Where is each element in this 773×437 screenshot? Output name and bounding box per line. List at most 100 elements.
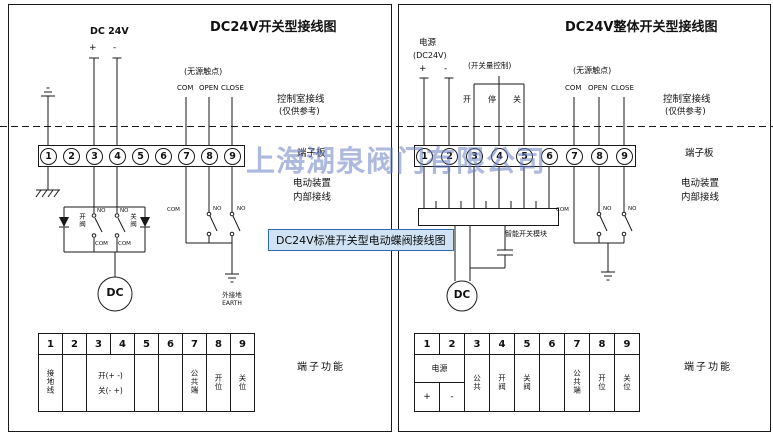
left-minus-mark: - (113, 43, 117, 53)
left-terminal-1: 1 (40, 148, 57, 165)
earth-hatch-symbol (35, 167, 60, 198)
left-terminal-board-label: 端子板 (297, 148, 326, 159)
right-terminal-function-table: 1 2 3 4 5 6 7 8 9 电源 + - 公共 开阀 关阀 公共端 开位 (414, 333, 640, 412)
left-terminal-4: 4 (109, 148, 126, 165)
open-pos-cell: 开位 (597, 373, 607, 391)
left-open-label: OPEN (199, 84, 219, 92)
right-terminal-6: 6 (541, 148, 558, 165)
motor-symbol (97, 276, 133, 312)
com-contact-label: COM (556, 207, 569, 213)
limit-switch-symbol (93, 207, 126, 252)
left-plus-mark: + (89, 43, 97, 53)
power-cell: 电源 + - (414, 354, 465, 412)
right-terminal-3: 3 (466, 148, 483, 165)
left-device-label: 电动装置 (293, 178, 332, 189)
com-contact-label: COM (95, 241, 108, 247)
btn-close-label: 关 (513, 95, 521, 104)
right-terminal-2: 2 (441, 148, 458, 165)
left-internal-wiring-label: 内部接线 (293, 192, 332, 203)
right-internal-wiring-label: 内部接线 (681, 192, 720, 203)
table-header-row: 1 2 3 4 5 6 7 8 9 (414, 333, 640, 355)
right-terminal-8: 8 (591, 148, 608, 165)
close-valve-switch-label: 关阀 (128, 213, 137, 228)
com-contact-label: COM (167, 207, 180, 213)
switch-module-label: 智能开关模块 (505, 230, 547, 238)
left-terminal-6: 6 (155, 148, 172, 165)
no-contact-label: NO (237, 206, 246, 212)
right-terminal-9: 9 (616, 148, 633, 165)
right-power-sub-label: (DC24V) (413, 51, 447, 60)
table-header-row: 1 2 3 4 5 6 7 8 9 (38, 333, 255, 355)
feedback-switch-symbol (573, 167, 633, 272)
open-valve-switch-label: 开阀 (77, 213, 86, 228)
left-terminal-5: 5 (132, 148, 149, 165)
diode-icon (140, 217, 150, 227)
left-terminal-9: 9 (224, 148, 241, 165)
btn-open-label: 开 (463, 95, 471, 104)
right-terminal-7: 7 (566, 148, 583, 165)
diagram-caption-tooltip: DC24V标准开关型电动蝶阀接线图 (268, 229, 454, 251)
left-terminal-function-label: 端子功能 (297, 362, 345, 373)
open-pos-cell: 开位 (214, 373, 223, 391)
right-power-label: 电源 (419, 38, 437, 48)
left-terminal-3: 3 (86, 148, 103, 165)
left-terminal-2: 2 (63, 148, 80, 165)
close-valve-cell: 关阀 (522, 373, 532, 391)
table-body-row: 接地线 开(+ -) 关(- +) 公共端 开位 关位 (38, 354, 255, 412)
ground-symbol (601, 271, 615, 281)
left-terminal-7: 7 (178, 148, 195, 165)
right-device-label: 电动装置 (681, 178, 720, 189)
right-terminal-1: 1 (416, 148, 433, 165)
ground-wire-cell: 接地线 (46, 369, 55, 395)
right-close-label: CLOSE (611, 84, 634, 92)
capacitor-symbol (454, 226, 513, 281)
left-reference-label: (仅供参考) (279, 107, 320, 117)
left-terminal-8: 8 (201, 148, 218, 165)
common-in-cell: 公共 (472, 373, 482, 391)
no-contact-label: NO (603, 206, 612, 212)
no-contact-label: NO (628, 206, 637, 212)
left-power-label: DC 24V (90, 26, 129, 37)
right-plus-mark: + (419, 64, 427, 74)
open-valve-cell: 开阀 (497, 373, 507, 391)
right-panel-title: DC24V整体开关型接线图 (565, 20, 718, 35)
left-com-label: COM (177, 84, 194, 92)
motor-symbol (446, 280, 478, 312)
no-contact-label: NO (97, 208, 106, 214)
right-com-label: COM (565, 84, 582, 92)
no-contact-label: NO (213, 206, 222, 212)
right-reference-label: (仅供参考) (665, 107, 706, 117)
feedback-switch-symbol (185, 167, 241, 274)
left-motor-label: DC (106, 286, 124, 299)
right-terminal-board-label: 端子板 (685, 148, 714, 159)
right-control-room-label: 控制室接线 (663, 94, 711, 105)
diode-icon (59, 217, 69, 227)
com-contact-label: COM (118, 241, 131, 247)
right-open-label: OPEN (588, 84, 608, 92)
right-terminal-4: 4 (491, 148, 508, 165)
left-panel-title: DC24V开关型接线图 (210, 20, 337, 35)
ground-symbol (225, 273, 239, 283)
right-motor-label: DC (453, 289, 471, 301)
right-minus-mark: - (444, 64, 448, 74)
switch-control-label: (开关量控制) (468, 61, 512, 70)
left-panel-border (8, 4, 392, 432)
right-panel-border (398, 4, 771, 432)
earth-label-cn: 外接地 (222, 291, 242, 299)
table-body-row: 电源 + - 公共 开阀 关阀 公共端 开位 关位 (414, 354, 640, 412)
btn-stop-label: 停 (488, 95, 496, 104)
right-passive-contact-label: (无源触点) (573, 66, 612, 75)
switch-module-symbol (418, 208, 559, 226)
ground-symbol (41, 87, 55, 145)
earth-label-en: EARTH (222, 300, 242, 307)
right-terminal-function-label: 端子功能 (684, 362, 732, 373)
right-terminal-5: 5 (516, 148, 533, 165)
left-passive-contact-label: (无源触点) (184, 67, 223, 76)
close-pos-cell: 关位 (622, 373, 632, 391)
common-cell: 公共端 (572, 369, 582, 395)
close-pos-cell: 关位 (238, 373, 247, 391)
left-terminal-function-table: 1 2 3 4 5 6 7 8 9 接地线 开(+ -) 关(- +) 公共端 … (38, 333, 255, 412)
no-contact-label: NO (120, 208, 129, 214)
